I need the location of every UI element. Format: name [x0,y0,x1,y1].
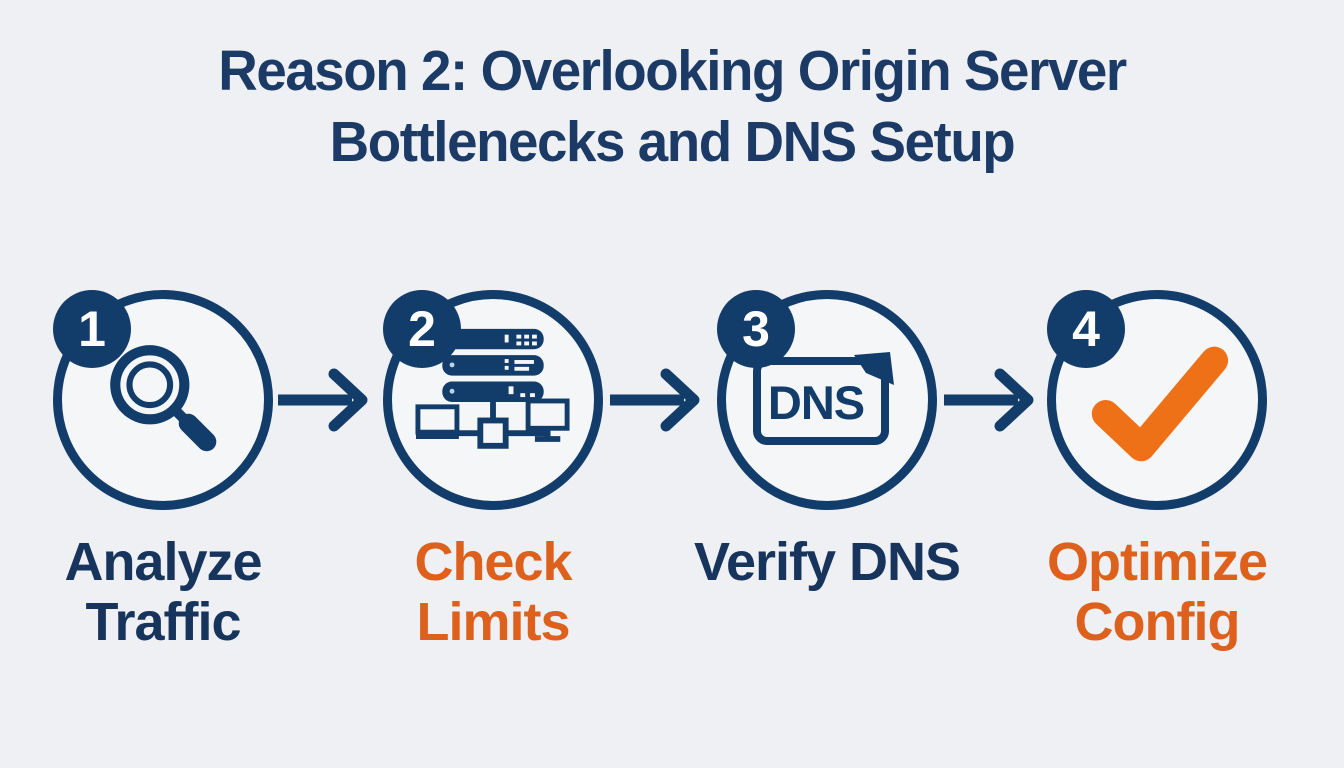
step-3-circle: 3 DNS [717,290,937,510]
step-number: 2 [408,301,436,357]
dns-tag-icon: DNS [753,352,894,445]
step-3-number-badge: 3 [717,290,795,368]
step-1-number-badge: 1 [53,290,131,368]
step-2: 2 [383,290,603,710]
step-4-number-badge: 4 [1047,290,1125,368]
step-2-label: Check Limits [303,532,683,652]
step-1-label: Analyze Traffic [0,532,353,652]
step-3-label: Verify DNS [637,532,1017,592]
label-line: Verify DNS [693,532,961,592]
label-line: Traffic [85,592,241,652]
arrow-right-icon [278,368,368,432]
label-line: Limits [416,592,570,652]
label-line: Check [414,532,572,592]
step-4: 4 Optimize Config [1047,290,1268,710]
step-3: 3 DNS Verify DNS [694,290,961,710]
step-number: 3 [742,301,770,357]
page-title: Reason 2: Overlooking Origin Server Bott… [27,36,1317,178]
title-line-1: Reason 2: Overlooking Origin Server [218,39,1127,103]
label-line: Optimize [1046,532,1268,592]
title-line-2: Bottlenecks and DNS Setup [329,110,1016,174]
label-line: Analyze [64,532,262,592]
step-2-number-badge: 2 [383,290,461,368]
dns-icon-text: DNS [768,376,864,429]
step-number: 1 [78,301,106,357]
label-line: Config [1074,592,1241,652]
server-network-icon [415,328,570,449]
arrow-right-icon [610,368,700,432]
step-4-label: Optimize Config [967,532,1344,652]
checkmark-icon [1091,346,1229,462]
step-4-circle: 4 [1047,290,1267,510]
step-2-circle: 2 [383,290,603,510]
magnifier-icon [110,345,217,452]
arrow-right-icon [944,368,1034,432]
step-1-circle: 1 [53,290,273,510]
step-1: 1 Analyze Traffic [53,290,273,710]
step-number: 4 [1072,301,1100,357]
